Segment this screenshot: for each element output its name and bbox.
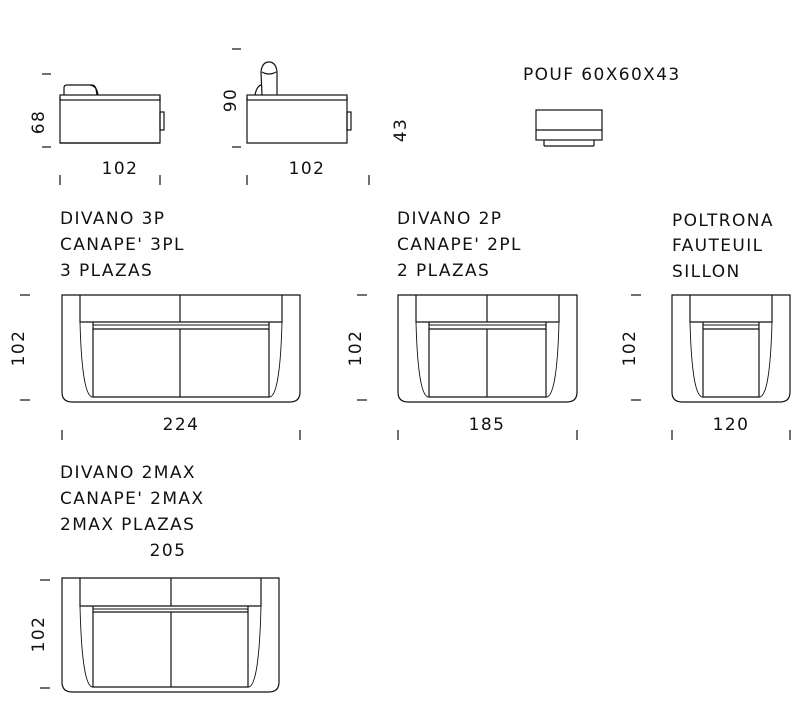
model-name-it: POLTRONA: [672, 211, 774, 231]
side-view-fixed-back-drawing: [59, 84, 165, 144]
model-name-fr: CANAPE' 2PL: [397, 235, 522, 255]
depth-dimension: [631, 294, 641, 401]
model-name-es: 2MAX PLAZAS: [60, 515, 195, 535]
width-value: 102: [289, 159, 326, 179]
depth-value: 102: [620, 330, 640, 367]
depth-dimension: [357, 294, 367, 401]
sofa-2max-plan: [61, 577, 280, 693]
model-name-es: 2 PLAZAS: [397, 261, 490, 281]
height-dimension: [42, 73, 51, 148]
armchair-plan: [671, 294, 791, 403]
model-name-fr: CANAPE' 3PL: [60, 235, 185, 255]
width-dimension: [397, 430, 578, 440]
side-view-reclining-back: 90 102 43: [221, 48, 411, 185]
width-value: 224: [163, 415, 200, 435]
width-value: 185: [469, 415, 506, 435]
model-name-it: DIVANO 2MAX: [60, 463, 196, 483]
depth-value: 102: [9, 330, 29, 367]
model-name-fr: FAUTEUIL: [672, 236, 764, 256]
height-dimension: [232, 48, 241, 148]
depth-dimension: [20, 294, 30, 401]
width-dimension: [246, 175, 370, 185]
depth-dimension: [40, 579, 50, 689]
pouf-label: POUF 60X60X43: [523, 65, 681, 85]
width-value: 205: [150, 541, 187, 561]
width-value: 120: [713, 415, 750, 435]
width-dimension: [61, 430, 301, 440]
side-view-reclining-back-drawing: [246, 61, 352, 144]
side-view-fixed-back: 68 102: [29, 73, 165, 185]
width-dimension: [671, 430, 791, 440]
model-name-fr: CANAPE' 2MAX: [60, 489, 204, 509]
seat-height-value: 43: [391, 118, 411, 142]
model-name-es: 3 PLAZAS: [60, 261, 153, 281]
sofa-2max: DIVANO 2MAX CANAPE' 2MAX 2MAX PLAZAS 205…: [29, 463, 280, 693]
depth-value: 102: [29, 616, 49, 653]
pouf-view: POUF 60X60X43: [523, 65, 681, 147]
width-dimension: [59, 175, 161, 185]
sofa-2-seat-plan: [397, 294, 578, 403]
sofa-2-seat: DIVANO 2P CANAPE' 2PL 2 PLAZAS 102 185: [346, 209, 578, 440]
height-value: 68: [29, 110, 49, 134]
model-name-es: SILLON: [672, 262, 741, 282]
sofa-3-seat: DIVANO 3P CANAPE' 3PL 3 PLAZAS 102 224: [9, 209, 301, 440]
pouf-drawing: [535, 109, 603, 147]
depth-value: 102: [346, 330, 366, 367]
sofa-3-seat-plan: [61, 294, 301, 403]
width-value: 102: [102, 159, 139, 179]
model-name-it: DIVANO 3P: [60, 209, 165, 229]
height-value: 90: [221, 88, 241, 112]
model-name-it: DIVANO 2P: [397, 209, 502, 229]
armchair: POLTRONA FAUTEUIL SILLON 102 120: [620, 211, 791, 440]
